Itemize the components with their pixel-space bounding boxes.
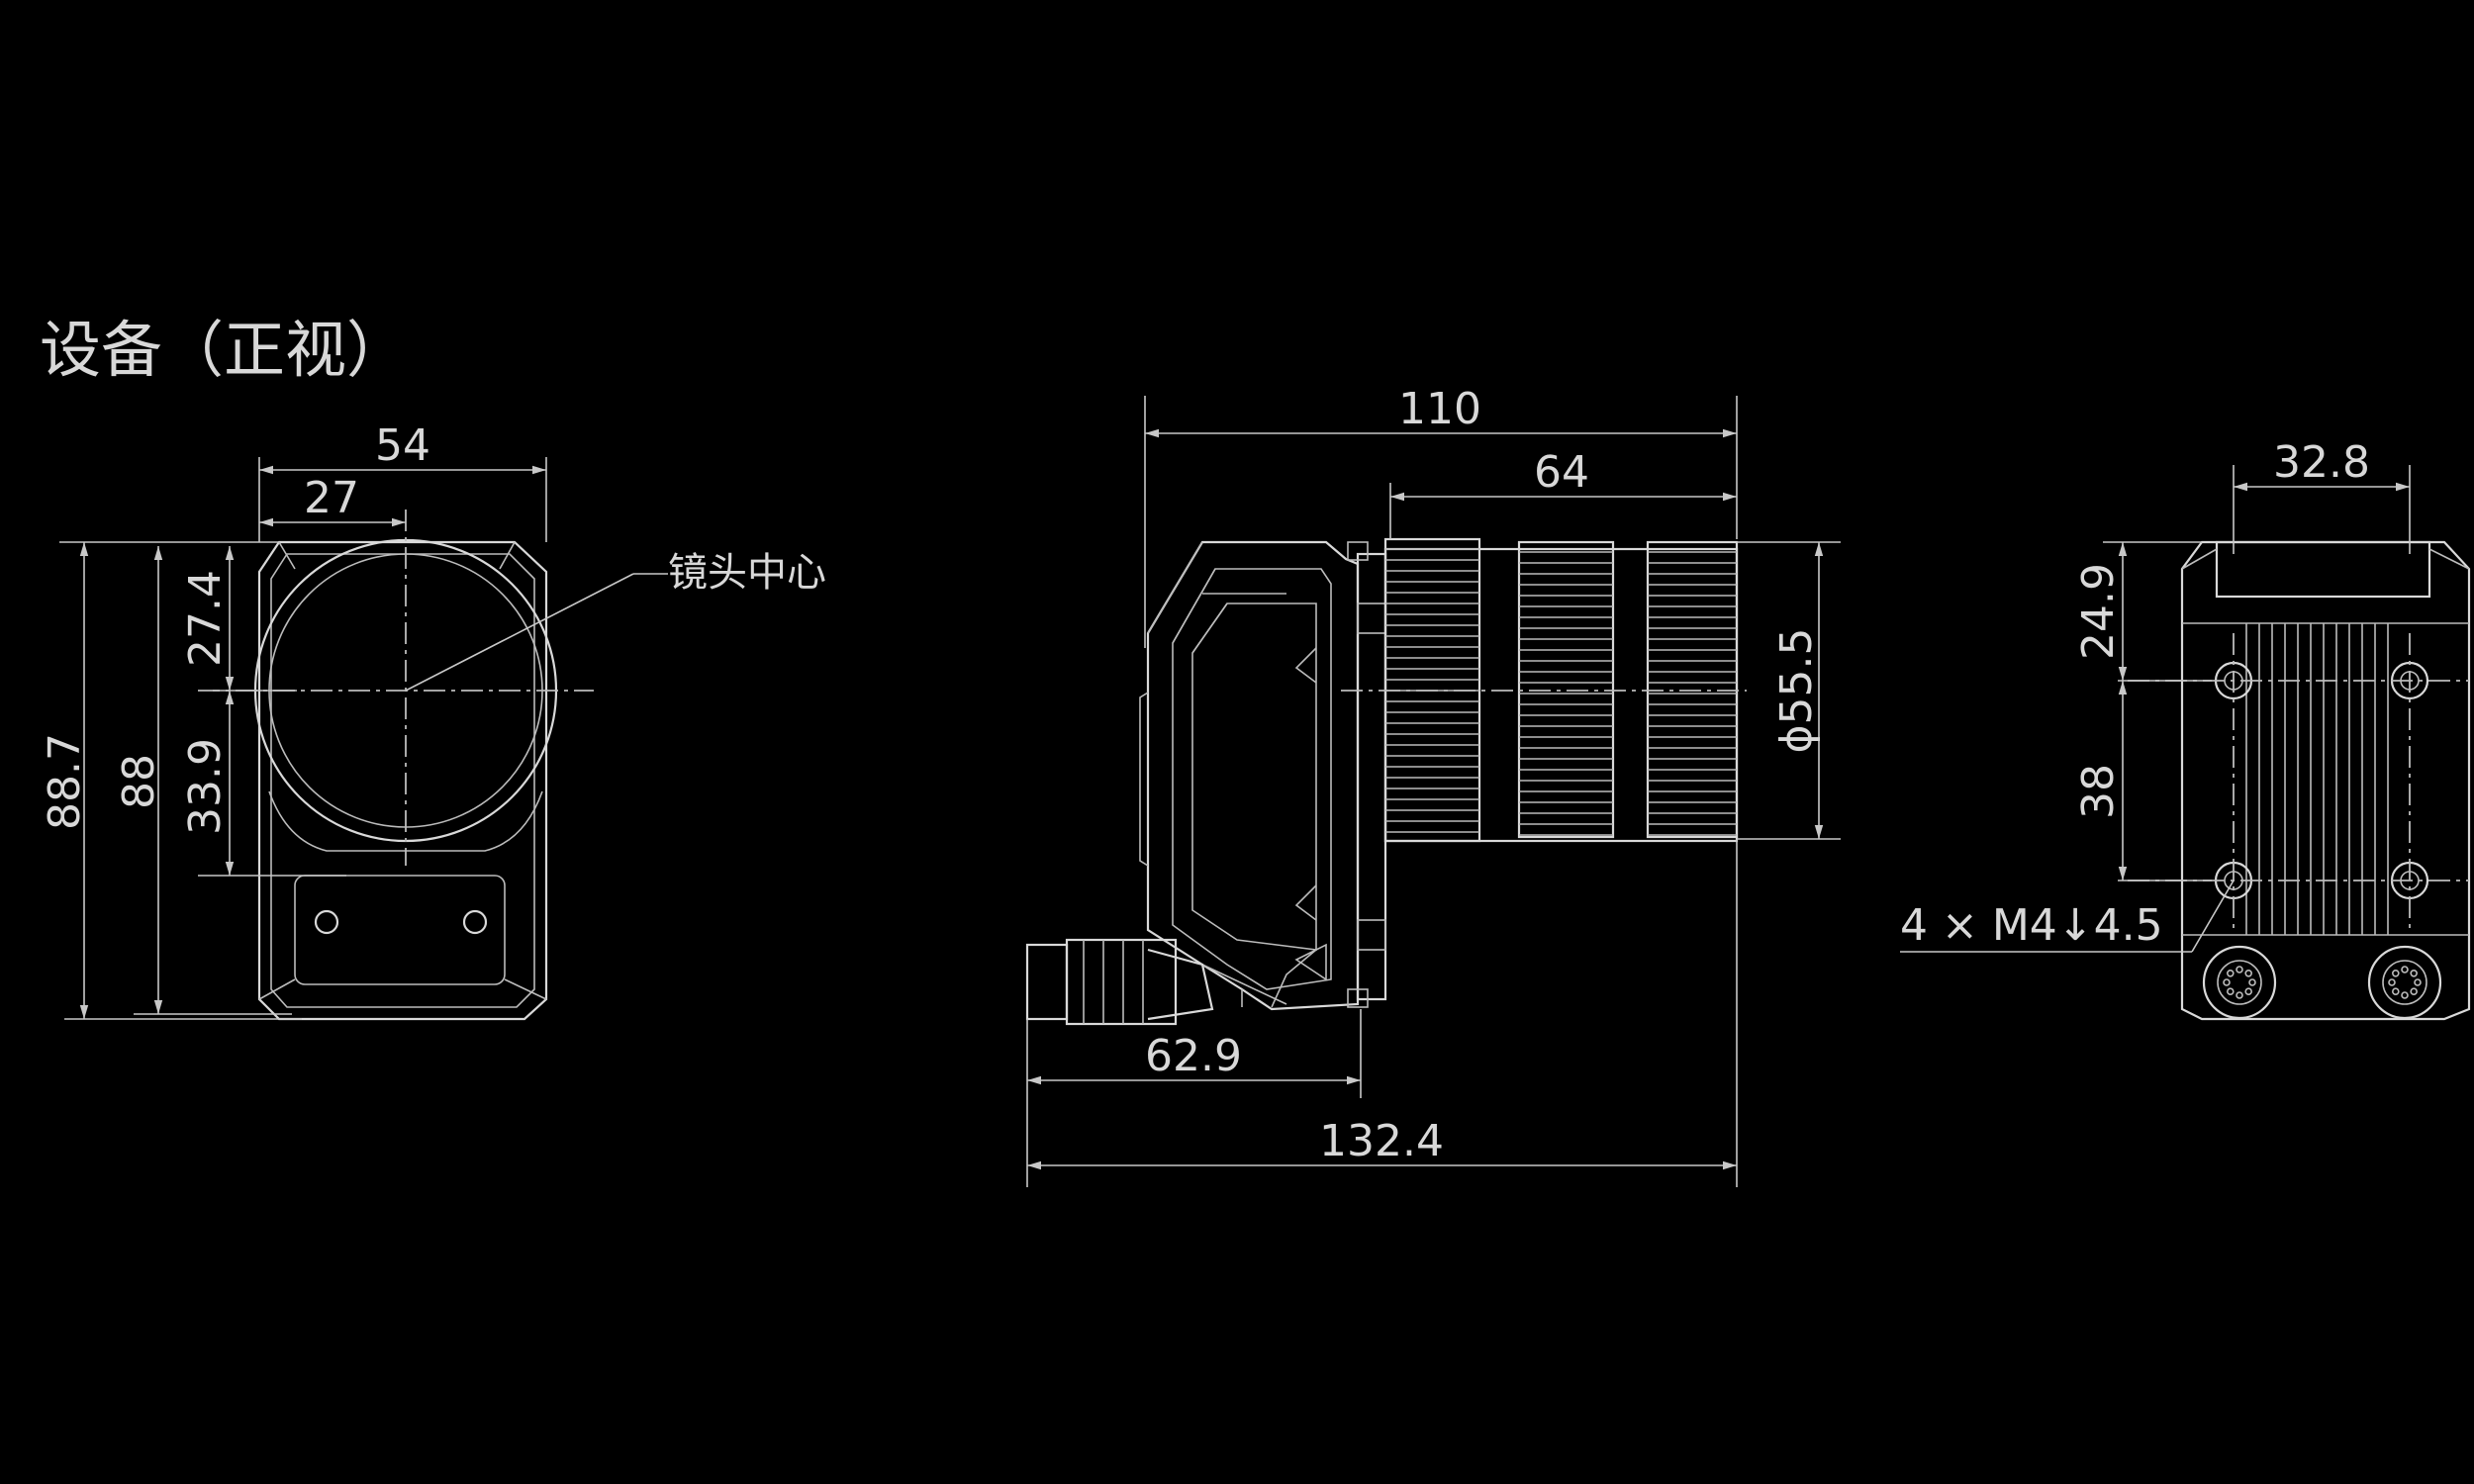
front-body-outline [257,540,548,1021]
side-connector [1025,938,1214,1026]
dim-side-lens-length: 64 [1534,447,1589,498]
side-view: 110 64 ϕ55.5 62.9 132.4 [1025,384,1841,1187]
label-lens-center: 镜头中心 [668,550,826,596]
dim-front-half-width: 27 [304,473,359,523]
dim-back-hole-spacing-y: 38 [2073,764,2124,819]
front-bottom-plate [294,875,506,985]
dim-side-lens-diameter: ϕ55.5 [1771,628,1822,754]
dim-side-top-total: 110 [1398,384,1481,434]
side-flange [1356,552,1387,1001]
back-mount-holes [2214,661,2429,900]
dim-front-width: 54 [375,420,430,471]
side-body-outline [1146,540,1360,1011]
dim-front-height: 88 [114,754,164,809]
dim-side-body: 62.9 [1145,1031,1242,1081]
dim-side-overall: 132.4 [1319,1116,1444,1166]
back-connectors [2202,945,2442,1020]
front-body-inner [270,553,535,1008]
back-top-cap [2215,540,2431,599]
dim-back-mount-holes: 4 × M4↓4.5 [1900,900,2163,951]
front-screw-left [314,909,339,935]
back-view: 32.8 24.9 38 4 × M4↓4.5 [1900,437,2471,1021]
dim-back-hole-spacing-x: 32.8 [2273,437,2370,488]
dim-front-lower: 33.9 [180,738,231,835]
back-body-outline [2180,540,2471,1021]
dim-front-total-height: 88.7 [40,733,90,830]
dim-front-upper: 27.4 [180,570,231,667]
dim-back-top-offset: 24.9 [2073,563,2124,660]
drawing-title: 设备（正视） [40,314,408,386]
lens-ring-3 [1646,540,1739,839]
front-screw-right [462,909,488,935]
lens-ring-2 [1517,540,1615,839]
front-view: 54 27 88.7 88 27.4 33.9 镜头中心 [40,420,826,1021]
back-fins [2182,623,2469,936]
